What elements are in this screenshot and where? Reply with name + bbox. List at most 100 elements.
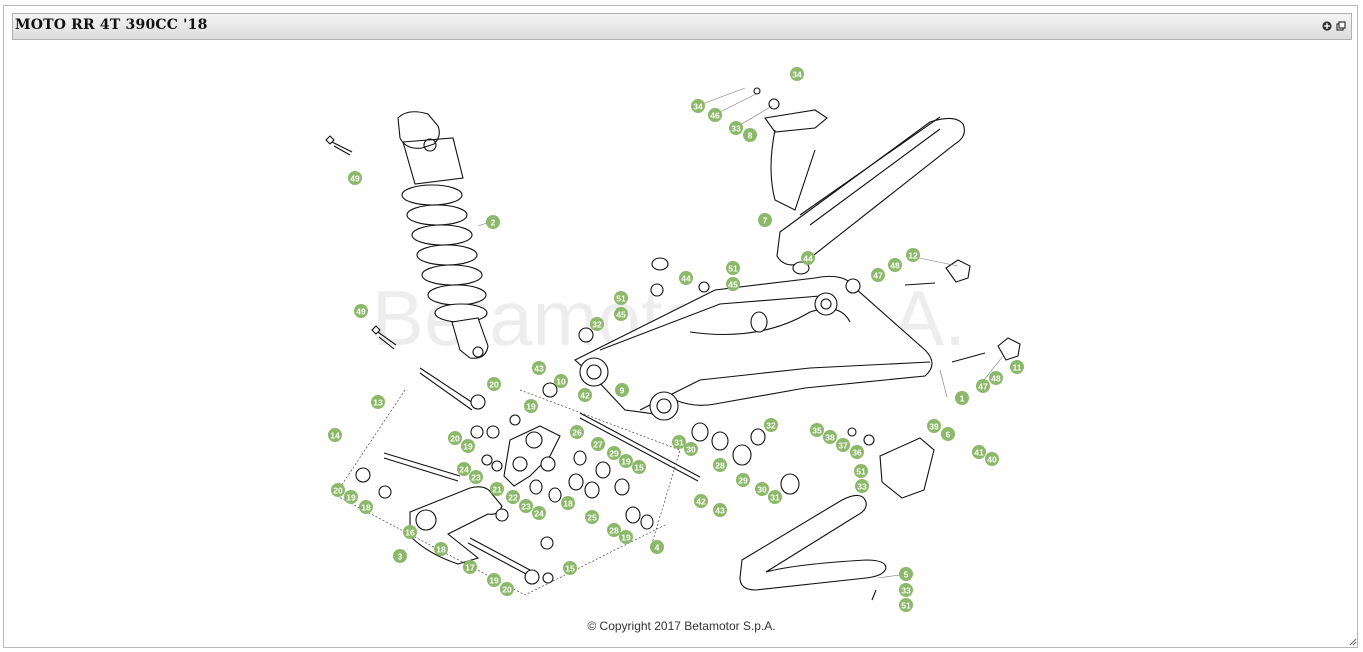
callout-25[interactable]: 25: [585, 510, 599, 524]
callout-label: 51: [901, 601, 911, 611]
callout-43[interactable]: 43: [532, 361, 546, 375]
callout-18[interactable]: 18: [561, 496, 575, 510]
swingarm-pivot-axle: [579, 412, 701, 478]
callout-26[interactable]: 26: [570, 425, 584, 439]
callout-24[interactable]: 24: [457, 462, 471, 476]
callout-44[interactable]: 44: [679, 271, 693, 285]
callout-45[interactable]: 45: [726, 277, 740, 291]
callout-51[interactable]: 51: [726, 261, 740, 275]
callout-8[interactable]: 8: [743, 128, 757, 142]
callout-20[interactable]: 20: [331, 483, 345, 497]
callout-41[interactable]: 41: [972, 445, 986, 459]
callout-20[interactable]: 20: [487, 377, 501, 391]
callout-30[interactable]: 30: [755, 482, 769, 496]
callout-40[interactable]: 40: [985, 452, 999, 466]
callout-19[interactable]: 19: [487, 573, 501, 587]
callout-label: 4: [655, 543, 660, 553]
callout-35[interactable]: 35: [810, 423, 824, 437]
callout-2[interactable]: 2: [486, 215, 500, 229]
callout-44[interactable]: 44: [801, 251, 815, 265]
callout-1[interactable]: 1: [955, 391, 969, 405]
callout-46[interactable]: 46: [708, 108, 722, 122]
callout-19[interactable]: 19: [619, 454, 633, 468]
callout-45[interactable]: 45: [614, 307, 628, 321]
callout-label: 3: [398, 552, 403, 562]
resize-handle-icon[interactable]: [1349, 638, 1357, 646]
callout-19[interactable]: 19: [461, 439, 475, 453]
callout-42[interactable]: 42: [694, 494, 708, 508]
callout-10[interactable]: 10: [554, 374, 568, 388]
callout-28[interactable]: 28: [607, 523, 621, 537]
callout-3[interactable]: 3: [393, 549, 407, 563]
callout-30[interactable]: 30: [684, 442, 698, 456]
callout-34[interactable]: 34: [790, 67, 804, 81]
callout-label: 49: [350, 174, 360, 184]
callout-24[interactable]: 24: [532, 506, 546, 520]
callout-47[interactable]: 47: [976, 379, 990, 393]
callout-48[interactable]: 48: [888, 258, 902, 272]
callout-23[interactable]: 23: [519, 499, 533, 513]
callout-51[interactable]: 51: [854, 464, 868, 478]
callout-39[interactable]: 39: [927, 419, 941, 433]
callout-23[interactable]: 23: [469, 470, 483, 484]
shock-absorber: [397, 111, 491, 359]
callout-14[interactable]: 14: [328, 428, 342, 442]
callout-16[interactable]: 16: [403, 525, 417, 539]
callout-38[interactable]: 38: [823, 430, 837, 444]
restore-icon[interactable]: [1336, 21, 1346, 31]
callout-21[interactable]: 21: [490, 482, 504, 496]
callout-5[interactable]: 5: [899, 567, 913, 581]
callout-32[interactable]: 32: [590, 317, 604, 331]
callout-11[interactable]: 11: [1010, 360, 1024, 374]
callout-28[interactable]: 28: [713, 458, 727, 472]
callout-33[interactable]: 33: [855, 479, 869, 493]
callout-47[interactable]: 47: [871, 268, 885, 282]
callout-37[interactable]: 37: [836, 438, 850, 452]
callout-7[interactable]: 7: [758, 213, 772, 227]
callout-33[interactable]: 33: [729, 121, 743, 135]
callout-29[interactable]: 29: [736, 473, 750, 487]
axle-adjusters: [904, 259, 1021, 363]
callout-51[interactable]: 51: [614, 291, 628, 305]
callout-27[interactable]: 27: [591, 437, 605, 451]
callout-31[interactable]: 31: [672, 435, 686, 449]
callout-label: 20: [333, 486, 343, 496]
callout-label: 43: [534, 364, 544, 374]
callout-49[interactable]: 49: [354, 304, 368, 318]
callout-19[interactable]: 19: [524, 399, 538, 413]
callout-15[interactable]: 15: [632, 460, 646, 474]
callout-18[interactable]: 18: [359, 500, 373, 514]
expand-icon[interactable]: [1322, 21, 1332, 31]
callout-19[interactable]: 19: [344, 490, 358, 504]
callout-label: 48: [890, 261, 900, 271]
callout-32[interactable]: 32: [764, 418, 778, 432]
callout-36[interactable]: 36: [850, 445, 864, 459]
callout-20[interactable]: 20: [500, 582, 514, 596]
bushings: [529, 422, 875, 530]
callout-19[interactable]: 19: [619, 530, 633, 544]
callout-label: 19: [621, 533, 631, 543]
callout-18[interactable]: 18: [434, 542, 448, 556]
callout-4[interactable]: 4: [650, 540, 664, 554]
callout-29[interactable]: 29: [607, 446, 621, 460]
linkage-group-outline: [334, 389, 666, 596]
callout-12[interactable]: 12: [906, 248, 920, 262]
callout-31[interactable]: 31: [768, 490, 782, 504]
callout-42[interactable]: 42: [578, 388, 592, 402]
callout-6[interactable]: 6: [941, 427, 955, 441]
callout-20[interactable]: 20: [448, 431, 462, 445]
callout-label: 18: [361, 503, 371, 513]
callout-17[interactable]: 17: [463, 560, 477, 574]
callout-22[interactable]: 22: [506, 490, 520, 504]
callout-13[interactable]: 13: [371, 395, 385, 409]
callout-label: 5: [904, 570, 909, 580]
callout-9[interactable]: 9: [615, 383, 629, 397]
callout-33[interactable]: 33: [899, 583, 913, 597]
callout-label: 34: [792, 70, 802, 80]
callout-34[interactable]: 34: [691, 99, 705, 113]
callout-48[interactable]: 48: [989, 371, 1003, 385]
callout-49[interactable]: 49: [348, 171, 362, 185]
callout-15[interactable]: 15: [563, 561, 577, 575]
callout-43[interactable]: 43: [713, 503, 727, 517]
callout-51[interactable]: 51: [899, 598, 913, 612]
